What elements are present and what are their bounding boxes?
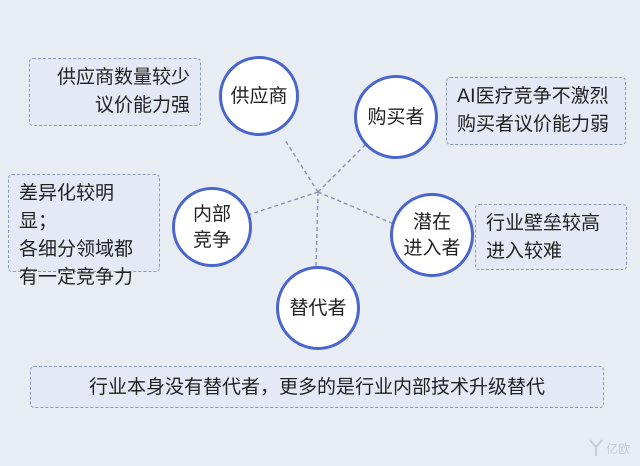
- line-to-supplier: [284, 139, 319, 193]
- note-supplier: 供应商数量较少 议价能力强: [29, 58, 201, 126]
- line-to-internal: [247, 191, 319, 216]
- node-internal-competition: 内部 竞争: [172, 187, 252, 267]
- line-to-entrant: [317, 191, 395, 225]
- note-substitute: 行业本身没有替代者，更多的是行业内部技术升级替代: [30, 366, 604, 408]
- node-buyer: 购买者: [354, 75, 438, 159]
- yiou-logo-icon: [589, 439, 603, 456]
- line-to-buyer: [317, 144, 366, 193]
- line-to-substitute: [315, 191, 319, 269]
- watermark-text: 亿欧: [605, 441, 630, 456]
- watermark-logo: 亿欧: [588, 438, 630, 458]
- note-internal-competition: 差异化较明显； 各细分领域都 有一定竞争力: [8, 174, 160, 288]
- node-supplier: 供应商: [219, 56, 299, 136]
- node-substitute: 替代者: [276, 266, 360, 350]
- note-potential-entrant: 行业壁垒较高 进入较难: [475, 204, 627, 270]
- note-buyer: AI医疗竞争不激烈 购买者议价能力弱: [446, 77, 626, 145]
- node-potential-entrant: 潜在 进入者: [390, 193, 474, 277]
